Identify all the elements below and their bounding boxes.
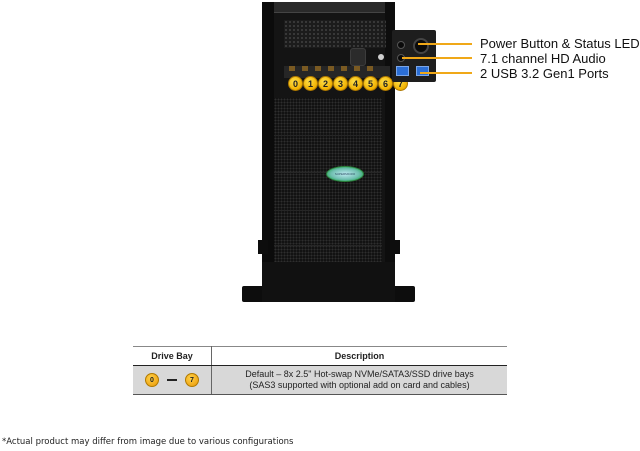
drive-led xyxy=(289,66,295,71)
callout-hd-audio: 7.1 channel HD Audio xyxy=(480,51,606,66)
brand-logo: SUPERMICRO xyxy=(326,166,364,182)
bay-end-badge: 7 xyxy=(185,373,199,387)
drive-bay-strip xyxy=(284,66,390,78)
callout-usb-ports: 2 USB 3.2 Gen1 Ports xyxy=(480,66,609,81)
front-mesh-bezel xyxy=(274,98,382,262)
callout-power-status: Power Button & Status LEDs xyxy=(480,36,640,51)
table-header-row: Drive Bay Description xyxy=(133,346,507,366)
range-dash xyxy=(167,379,177,381)
drive-bay-badge: 4 xyxy=(348,76,363,91)
drive-bay-badge: 5 xyxy=(363,76,378,91)
drive-led xyxy=(341,66,347,71)
bezel-screw xyxy=(378,54,384,60)
description-line-2: (SAS3 supported with optional add on car… xyxy=(249,380,470,390)
mesh-divider xyxy=(274,245,382,246)
power-button-icon xyxy=(413,38,429,54)
description-line-1: Default – 8x 2.5" Hot-swap NVMe/SATA3/SS… xyxy=(245,369,474,379)
chassis-left-side xyxy=(262,2,274,262)
header-description: Description xyxy=(211,346,507,366)
callout-line-power xyxy=(418,43,472,45)
drive-led xyxy=(302,66,308,71)
drive-bay-number-badges: 0 1 2 3 4 5 6 7 xyxy=(288,76,408,91)
drive-led xyxy=(367,66,373,71)
chassis-foot-upper-right xyxy=(392,240,400,254)
drive-bay-badge: 1 xyxy=(303,76,318,91)
drive-led xyxy=(354,66,360,71)
drive-bay-badge: 0 xyxy=(288,76,303,91)
chassis-top-bar xyxy=(274,2,385,13)
header-drive-bay: Drive Bay xyxy=(133,346,212,366)
drive-bay-badge: 6 xyxy=(378,76,393,91)
bay-start-badge: 0 xyxy=(145,373,159,387)
usb-port-icon xyxy=(396,66,409,76)
mesh-divider xyxy=(274,135,382,136)
chassis-foot-upper-left xyxy=(258,240,268,254)
usb-port-icon xyxy=(416,66,429,76)
top-vent xyxy=(284,20,386,48)
drive-bay-badge: 3 xyxy=(333,76,348,91)
footnote: *Actual product may differ from image du… xyxy=(2,437,294,447)
callout-line-usb xyxy=(420,72,472,74)
description-cell: Default – 8x 2.5" Hot-swap NVMe/SATA3/SS… xyxy=(211,365,507,395)
mesh-divider xyxy=(274,210,382,211)
drive-led xyxy=(315,66,321,71)
callout-line-audio xyxy=(402,57,472,59)
bezel-latch xyxy=(350,48,366,66)
chassis-base xyxy=(262,262,395,302)
chassis-right-side xyxy=(385,2,395,262)
drive-bay-badge: 2 xyxy=(318,76,333,91)
audio-jack-icon xyxy=(397,41,405,49)
drive-led xyxy=(328,66,334,71)
